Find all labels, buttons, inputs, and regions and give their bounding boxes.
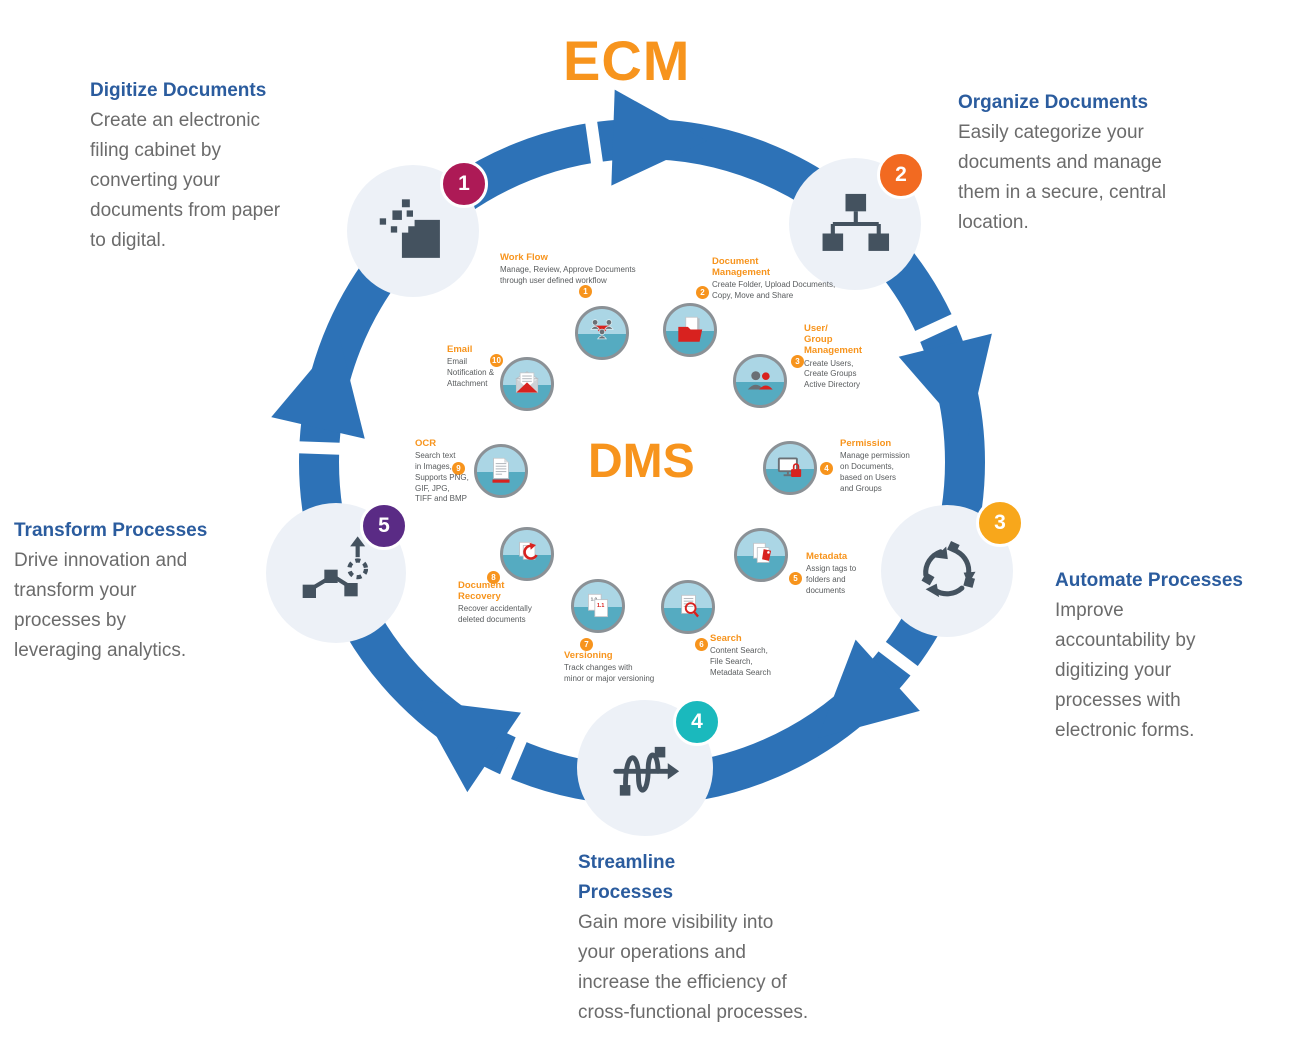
sitemap-icon: [822, 193, 890, 251]
step-transform-processes: Transform Processes Drive innovation and…: [14, 516, 249, 666]
feature-title: User/ Group Management: [804, 323, 863, 357]
feature-desc: Create Users, Create Groups Active Direc…: [804, 358, 861, 390]
feature-title: Search: [710, 633, 742, 644]
recovery-arrow-icon: [519, 541, 538, 560]
feature-desc: Recover accidentally deleted documents: [458, 604, 532, 625]
feature-badge-metadata: 5: [789, 572, 802, 585]
arrow-right-icon: [898, 333, 992, 437]
step-desc: Improve accountability by digitizing you…: [1055, 600, 1196, 741]
step-badge-1: 1: [440, 160, 488, 208]
user-group-icon-circle: [733, 354, 787, 408]
step-desc: Create an electronic filing cabinet by c…: [90, 110, 281, 251]
version-documents-icon: 1.0 1.1: [588, 593, 608, 618]
streamline-flow-icon: [613, 746, 680, 796]
feature-badge-email: 10: [490, 354, 503, 367]
feature-badge-permission: 4: [820, 462, 833, 475]
document-recovery-icon-circle: [500, 527, 554, 581]
feature-label-workflow: Work Flow Manage, Review, Approve Docume…: [500, 252, 678, 287]
feature-label-document-management: Document Management Create Folder, Uploa…: [712, 256, 842, 302]
feature-label-document-recovery: Document Recovery Recover accidentally d…: [458, 580, 548, 626]
arrow-left-icon: [271, 336, 365, 439]
feature-desc: Assign tags to folders and documents: [806, 564, 857, 595]
feature-title: Permission: [840, 438, 892, 449]
step-badge-2: 2: [877, 151, 925, 199]
ocr-icon-circle: [474, 444, 528, 498]
feature-badge-document-management: 2: [696, 286, 709, 299]
svg-text:1.1: 1.1: [597, 603, 604, 609]
monitor-lock-icon: [777, 457, 802, 478]
feature-badge-workflow: 1: [579, 285, 592, 298]
feature-badge-versioning: 7: [580, 638, 593, 651]
feature-desc: Create Folder, Upload Documents, Copy, M…: [712, 280, 836, 301]
dms-center-label: DMS: [588, 435, 695, 488]
feature-desc: Track changes with minor or major versio…: [564, 663, 655, 683]
folder-document-icon: [678, 316, 703, 342]
search-icon-circle: [661, 580, 715, 634]
step-title: Streamline Processes: [578, 852, 676, 903]
step-desc: Drive innovation and transform your proc…: [14, 550, 188, 661]
workflow-icon: [590, 319, 614, 340]
step-streamline-processes: Streamline Processes Gain more visibilit…: [578, 848, 878, 1028]
tag-documents-icon: [753, 542, 772, 563]
page-title: ECM: [563, 29, 691, 92]
feature-title: Email: [447, 344, 473, 355]
feature-badge-search: 6: [695, 638, 708, 651]
digitize-pixel-icon: [379, 199, 440, 258]
ring-notches: [289, 113, 965, 788]
arrow-top-icon: [611, 89, 707, 186]
feature-label-search: Search Content Search, File Search, Meta…: [710, 633, 800, 679]
step-title: Digitize Documents: [90, 80, 267, 101]
feature-desc: Email Notification & Attachment: [447, 357, 495, 388]
step-title: Automate Processes: [1055, 570, 1243, 591]
feature-title: Versioning: [564, 650, 613, 661]
svg-text:1.0: 1.0: [591, 597, 598, 603]
arrow-bottom-right-icon: [817, 639, 920, 739]
metadata-icon-circle: [734, 528, 788, 582]
document-management-icon-circle: [663, 303, 717, 357]
feature-title: OCR: [415, 438, 437, 449]
transform-analytics-icon: [302, 536, 369, 598]
email-envelope-icon: [514, 371, 540, 393]
step-badge-4: 4: [673, 698, 721, 746]
digitize-circle: [347, 165, 479, 297]
step-digitize-documents: Digitize Documents Create an electronic …: [90, 76, 345, 256]
feature-label-permission: Permission Manage permission on Document…: [840, 438, 930, 494]
step-desc: Gain more visibility into your operation…: [578, 912, 809, 1023]
feature-label-user-group: User/ Group Management Create Users, Cre…: [804, 323, 884, 391]
feature-desc: Manage, Review, Approve Documents throug…: [500, 265, 636, 285]
feature-title: Document Management: [712, 256, 771, 279]
document-search-icon: [681, 594, 699, 618]
feature-label-metadata: Metadata Assign tags to folders and docu…: [806, 551, 881, 597]
feature-label-ocr: OCR Search text in Images, Supports PNG,…: [415, 438, 485, 505]
step-badge-5: 5: [360, 502, 408, 550]
feature-badge-document-recovery: 8: [487, 571, 500, 584]
step-organize-documents: Organize Documents Easily categorize you…: [958, 88, 1228, 238]
email-icon-circle: [500, 357, 554, 411]
ocr-document-icon: [492, 457, 510, 483]
feature-title: Work Flow: [500, 252, 548, 263]
feature-badge-ocr: 9: [452, 462, 465, 475]
versioning-icon-circle: 1.0 1.1: [571, 579, 625, 633]
feature-desc: Content Search, File Search, Metadata Se…: [710, 646, 771, 677]
permission-icon-circle: [763, 441, 817, 495]
step-title: Transform Processes: [14, 520, 208, 541]
workflow-icon-circle: [575, 306, 629, 360]
feature-title: Metadata: [806, 551, 848, 562]
feature-label-versioning: Versioning Track changes with minor or m…: [564, 650, 674, 685]
feature-badge-user-group: 3: [791, 355, 804, 368]
step-automate-processes: Automate Processes Improve accountabilit…: [1055, 566, 1295, 746]
step-desc: Easily categorize your documents and man…: [958, 122, 1167, 233]
arrow-bottom-left-icon: [416, 699, 522, 793]
step-title: Organize Documents: [958, 92, 1149, 113]
feature-desc: Manage permission on Documents, based on…: [840, 451, 910, 493]
cycle-arrows-icon: [921, 540, 976, 598]
user-group-icon: [747, 371, 773, 390]
feature-title: Document Recovery: [458, 580, 505, 603]
step-badge-3: 3: [976, 499, 1024, 547]
feature-label-email: Email Email Notification & Attachment: [447, 344, 507, 390]
ring-arrowheads: [271, 89, 992, 793]
feature-desc: Search text in Images, Supports PNG, GIF…: [415, 451, 469, 504]
